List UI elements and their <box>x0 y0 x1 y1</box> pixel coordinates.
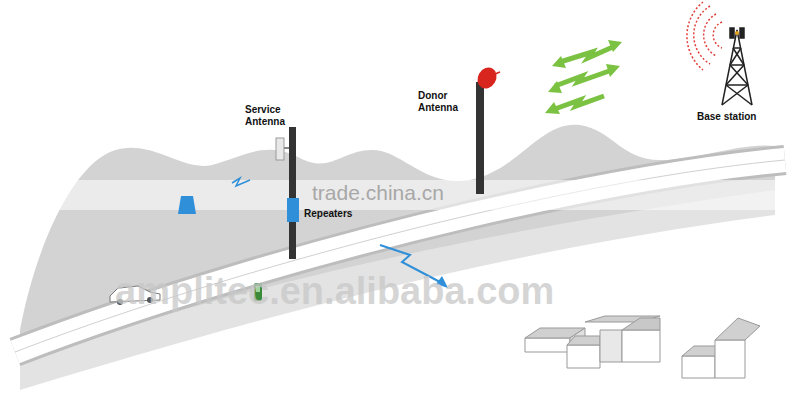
part-label: Base station <box>697 111 787 123</box>
dish-feed <box>490 72 500 76</box>
part-label: Repeaters <box>304 208 374 220</box>
donor-dish <box>474 64 501 92</box>
watermark: trade.china.cn <box>312 181 444 205</box>
watermark: amplitec.en.alibaba.com <box>115 270 554 313</box>
base-station-tower <box>722 28 752 105</box>
part-label: Service Antenna <box>245 104 295 127</box>
remote-antenna <box>178 196 196 214</box>
service-pole <box>289 127 296 259</box>
radio-waves <box>687 2 722 70</box>
repeater-box <box>287 198 299 222</box>
watermark-band <box>0 180 800 210</box>
donor-pole <box>476 82 484 194</box>
signal-arrows <box>545 40 622 114</box>
signal-bolt <box>232 178 250 186</box>
antenna-bracket <box>284 147 289 149</box>
houses <box>525 316 760 378</box>
service-antenna-panel <box>276 138 284 160</box>
part-label: Donor Antenna <box>418 90 478 113</box>
